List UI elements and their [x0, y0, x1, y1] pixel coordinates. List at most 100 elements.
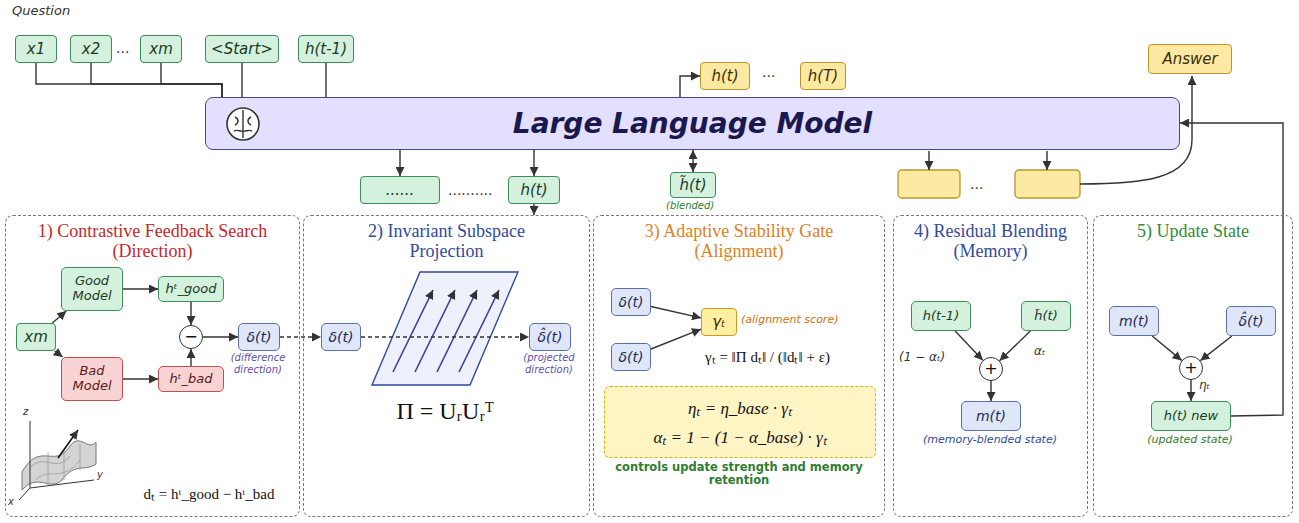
node-text: h(t) [520, 181, 547, 199]
node-text: h̃(t) [679, 176, 706, 194]
connector [1180, 123, 1283, 416]
connector [280, 336, 321, 337]
annotation: controls update strength and memory rete… [596, 461, 882, 487]
node-text: h̃(t) [1034, 309, 1057, 324]
edge-label: ηₜ [1197, 378, 1212, 392]
output-arrow [1046, 151, 1047, 170]
node-text: δ̂(t) [1239, 313, 1264, 329]
node-text: Large Language Model [513, 107, 872, 140]
panel-title: 5) Update State [1137, 221, 1249, 241]
node-text: xm [24, 328, 48, 346]
node-text: h(t) new [1164, 409, 1218, 424]
operator-circle: − [179, 325, 203, 349]
annotation: ... [762, 64, 775, 80]
score-box: γₜ [701, 308, 737, 336]
edge-label: (1 − αₜ) [897, 350, 947, 364]
connector [533, 150, 534, 176]
annotation: (memory-blended state) [920, 434, 1060, 447]
node-text: ...... [386, 181, 415, 199]
panel-title: 1) Contrastive Feedback Search (Directio… [18, 221, 288, 261]
vector-box: δ(t) [321, 323, 361, 351]
panel-title: 3) Adaptive Stability Gate (Alignment) [629, 221, 849, 261]
annotation: .......... [448, 182, 493, 198]
node-text: x2 [82, 40, 100, 58]
connector [955, 331, 983, 360]
annotation: (alignment score) [741, 314, 838, 327]
node-text: αₜ = 1 − (1 − α_base) · γₜ [653, 425, 826, 448]
subspace-arrows [393, 290, 499, 372]
output-arrow [928, 151, 929, 170]
node-text: δ(t) [619, 294, 644, 310]
connector [190, 349, 191, 366]
bad-model-box: Bad Model [61, 357, 123, 401]
node-text: x1 [27, 40, 45, 58]
connector [203, 336, 238, 337]
panel-title: 4) Residual Blending (Memory) [903, 221, 1078, 261]
panel-title: 2) Invariant Subspace Projection [347, 221, 547, 261]
subspace-plane [372, 272, 518, 385]
connector [123, 288, 158, 289]
node-text: γₜ [712, 313, 725, 331]
state-box: Good Model [61, 267, 123, 311]
token-box: x1 [15, 35, 57, 63]
node-text: <Start> [211, 40, 273, 58]
connector [1200, 336, 1232, 361]
node-text: δ(t) [247, 329, 272, 345]
annotation: Π = UᵣUᵣᵀ [390, 398, 500, 426]
annotation: (difference direction) [226, 352, 290, 375]
operator-circle: + [1179, 356, 1203, 380]
state-box: h̃(t) [1021, 301, 1071, 331]
node-text: + [984, 361, 997, 377]
direction-arrow [415, 290, 455, 372]
connector [680, 76, 700, 97]
connector [692, 150, 693, 172]
vector-box: δ(t) [611, 288, 651, 316]
state-box: h(t-1) [911, 301, 971, 331]
stage-panel: 5) Update State m(t) δ̂(t) + h(t) new [1093, 215, 1293, 517]
surface [22, 441, 96, 490]
edge-label: αₜ [1032, 344, 1047, 358]
vector-box: m(t) [961, 401, 1021, 431]
vector-box: m(t) [1109, 306, 1159, 336]
node-text: xm [149, 40, 173, 58]
connector [990, 381, 991, 401]
annotation: (updated state) [1140, 434, 1240, 447]
x-axis [19, 488, 30, 500]
node-text: h(t) [711, 67, 738, 85]
output-box: Answer [1148, 44, 1232, 74]
node-text: Bad Model [62, 364, 122, 394]
node-text: h(t-1) [305, 40, 347, 58]
node-text: m(t) [1119, 313, 1149, 329]
node-text: δ(t) [619, 349, 644, 365]
y-axis [30, 480, 94, 488]
connector [399, 150, 400, 176]
node-text: δ(t) [329, 329, 354, 345]
brain-folds [234, 110, 252, 138]
vector-box: δ̂(t) [1226, 306, 1276, 336]
connector [325, 63, 326, 97]
token-box: <Start> [205, 35, 279, 63]
vector-box: δ(t) [611, 343, 651, 371]
surface-mesh [30, 444, 80, 486]
node-text: ηₜ = η_base · γₜ [688, 396, 792, 419]
node-text: + [1184, 360, 1197, 376]
connector [55, 351, 63, 357]
node-text: Answer [1162, 50, 1217, 68]
connector [91, 63, 222, 97]
annotation: Question [12, 4, 70, 19]
node-text: m(t) [976, 408, 1006, 424]
connector [1190, 380, 1191, 401]
connector [1152, 336, 1182, 360]
surface-plot [19, 421, 96, 500]
vector-box: δ(t) [238, 323, 280, 351]
token-box: xm [16, 323, 56, 351]
bad-model-box: hᵗ_bad [158, 366, 224, 392]
connector [190, 302, 191, 325]
connector [1000, 331, 1031, 361]
token-box: x2 [70, 35, 112, 63]
connector [651, 307, 701, 318]
node-text: hᵗ_good [166, 282, 217, 297]
connector [533, 204, 534, 215]
direction-arrow [437, 290, 477, 372]
